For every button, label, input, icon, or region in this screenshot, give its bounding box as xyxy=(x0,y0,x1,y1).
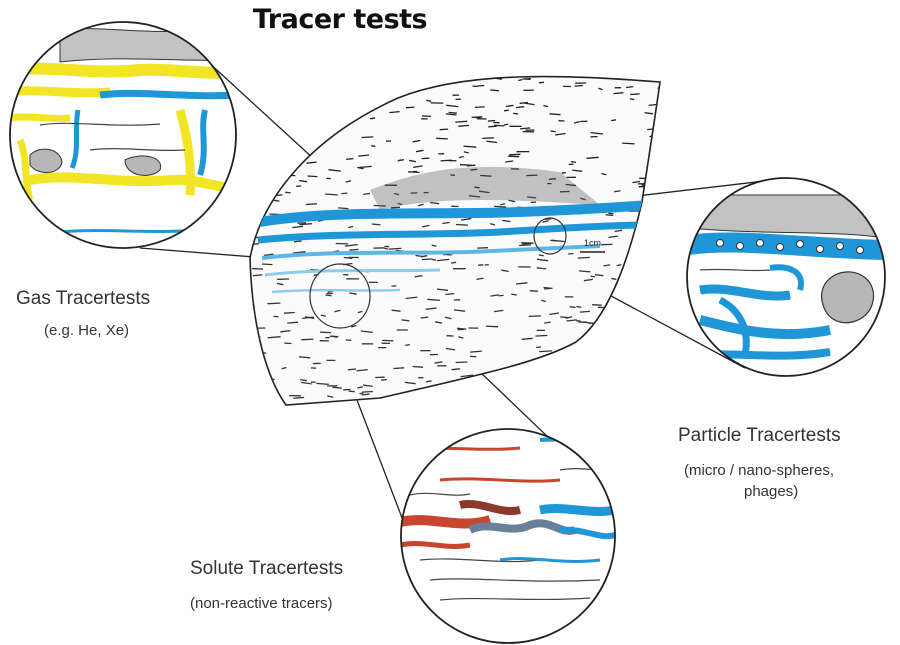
diagram-title: Tracer tests xyxy=(0,4,680,35)
gas-tracertests-label: Gas Tracertests xyxy=(16,288,150,310)
gas-detail-circle xyxy=(8,22,240,248)
solute-detail-circle xyxy=(400,429,615,643)
scale-label: 1cm xyxy=(584,238,601,248)
rock-sample: 1cm xyxy=(250,77,669,408)
particle-tracertests-detail-2: phages) xyxy=(744,483,798,500)
solute-tracertests-label: Solute Tracertests xyxy=(190,558,343,580)
solute-tracertests-detail: (non-reactive tracers) xyxy=(190,595,333,612)
gas-tracertests-detail: (e.g. He, Xe) xyxy=(44,322,129,339)
particle-detail-circle xyxy=(687,178,885,376)
particle-tracertests-label: Particle Tracertests xyxy=(678,425,841,447)
particle-tracertests-detail-1: (micro / nano-spheres, xyxy=(684,462,834,479)
